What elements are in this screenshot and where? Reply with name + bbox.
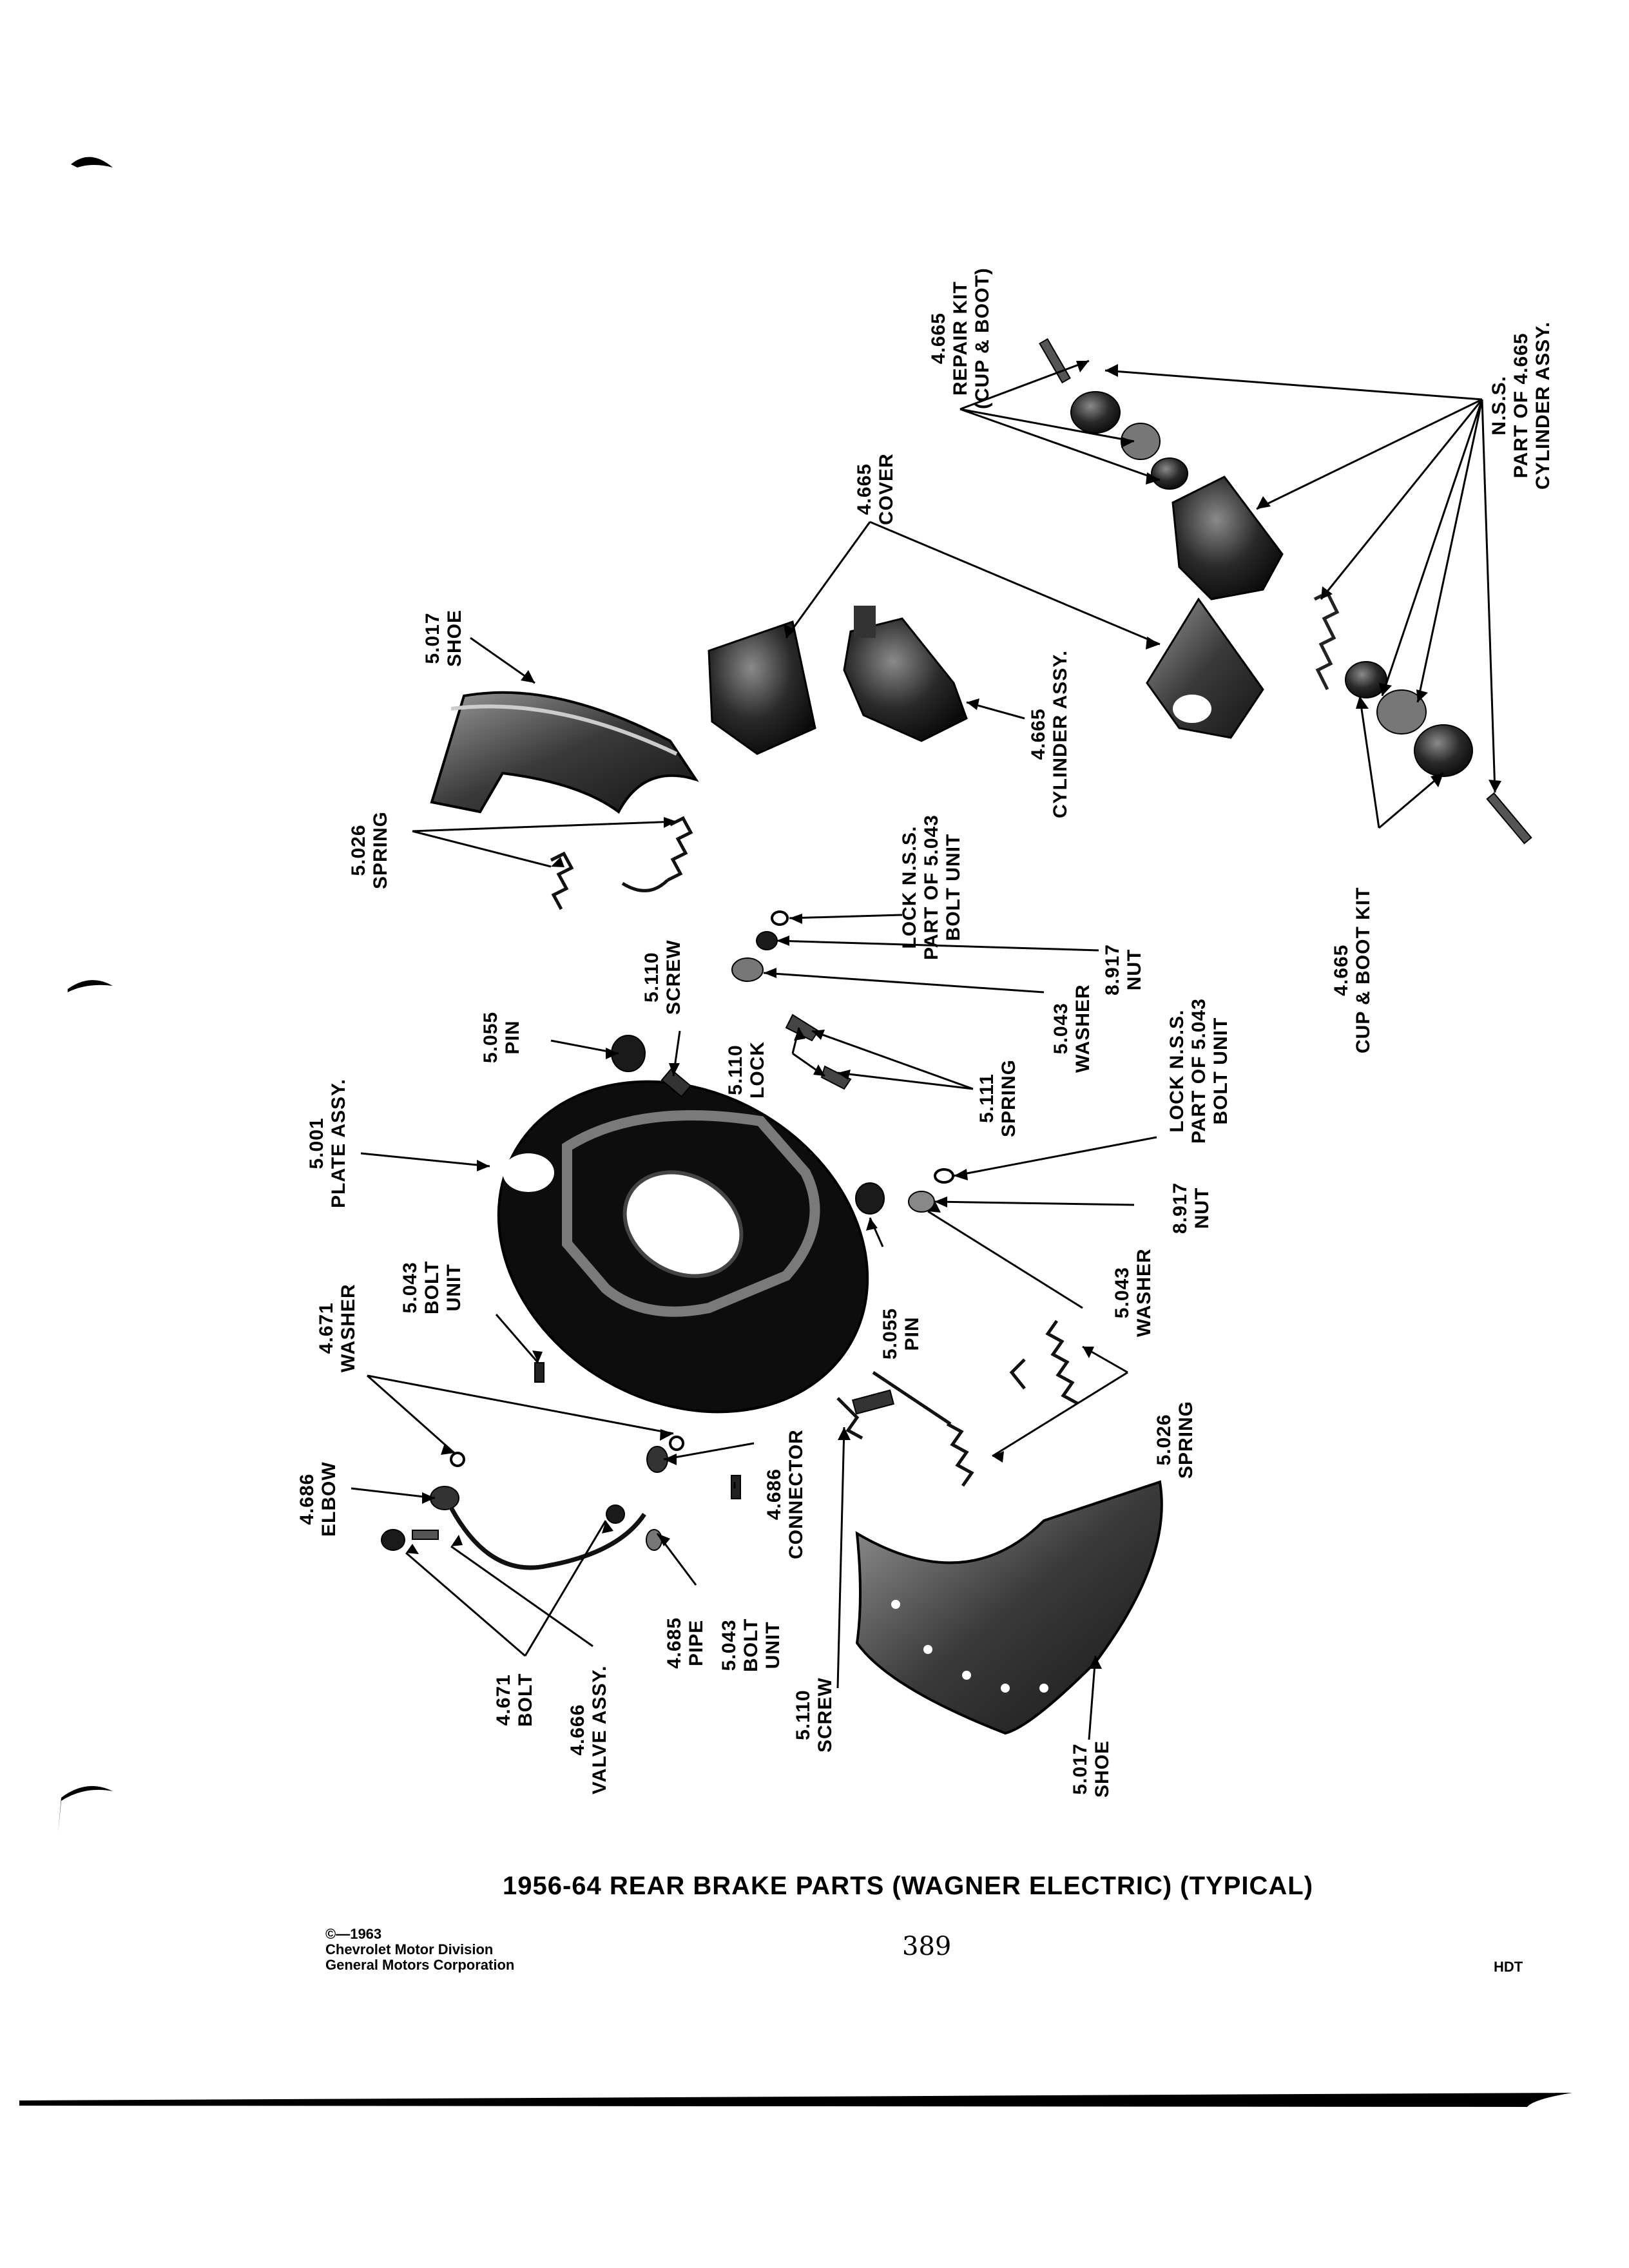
- leader-lines: [351, 360, 1496, 1740]
- copyright-line: General Motors Corporation: [325, 1957, 515, 1973]
- wheel-cylinder: [843, 606, 968, 742]
- copyright-line: Chevrolet Motor Division: [325, 1941, 494, 1957]
- backing-plate: [497, 1080, 869, 1414]
- cylinder-body: [1146, 476, 1284, 739]
- springs: [550, 816, 1079, 1487]
- document-code: HDT: [1494, 1959, 1523, 1975]
- lower-brake-shoe: [855, 1480, 1163, 1735]
- copyright-notice: ©—1963 Chevrolet Motor Division General …: [325, 1927, 514, 1973]
- small-hardware: [381, 910, 954, 1551]
- arrowheads: [406, 361, 1501, 1669]
- scan-marks: [19, 157, 1572, 2107]
- cylinder-small-parts: [1039, 338, 1532, 845]
- cylinder-cover: [708, 620, 816, 755]
- upper-brake-shoe: [430, 691, 699, 814]
- page-number: 389: [902, 1932, 952, 1961]
- figure-caption: 1956-64 REAR BRAKE PARTS (WAGNER ELECTRI…: [503, 1872, 1314, 1900]
- copyright-line: ©—1963: [325, 1926, 382, 1942]
- brake-pipe: [448, 1506, 646, 1570]
